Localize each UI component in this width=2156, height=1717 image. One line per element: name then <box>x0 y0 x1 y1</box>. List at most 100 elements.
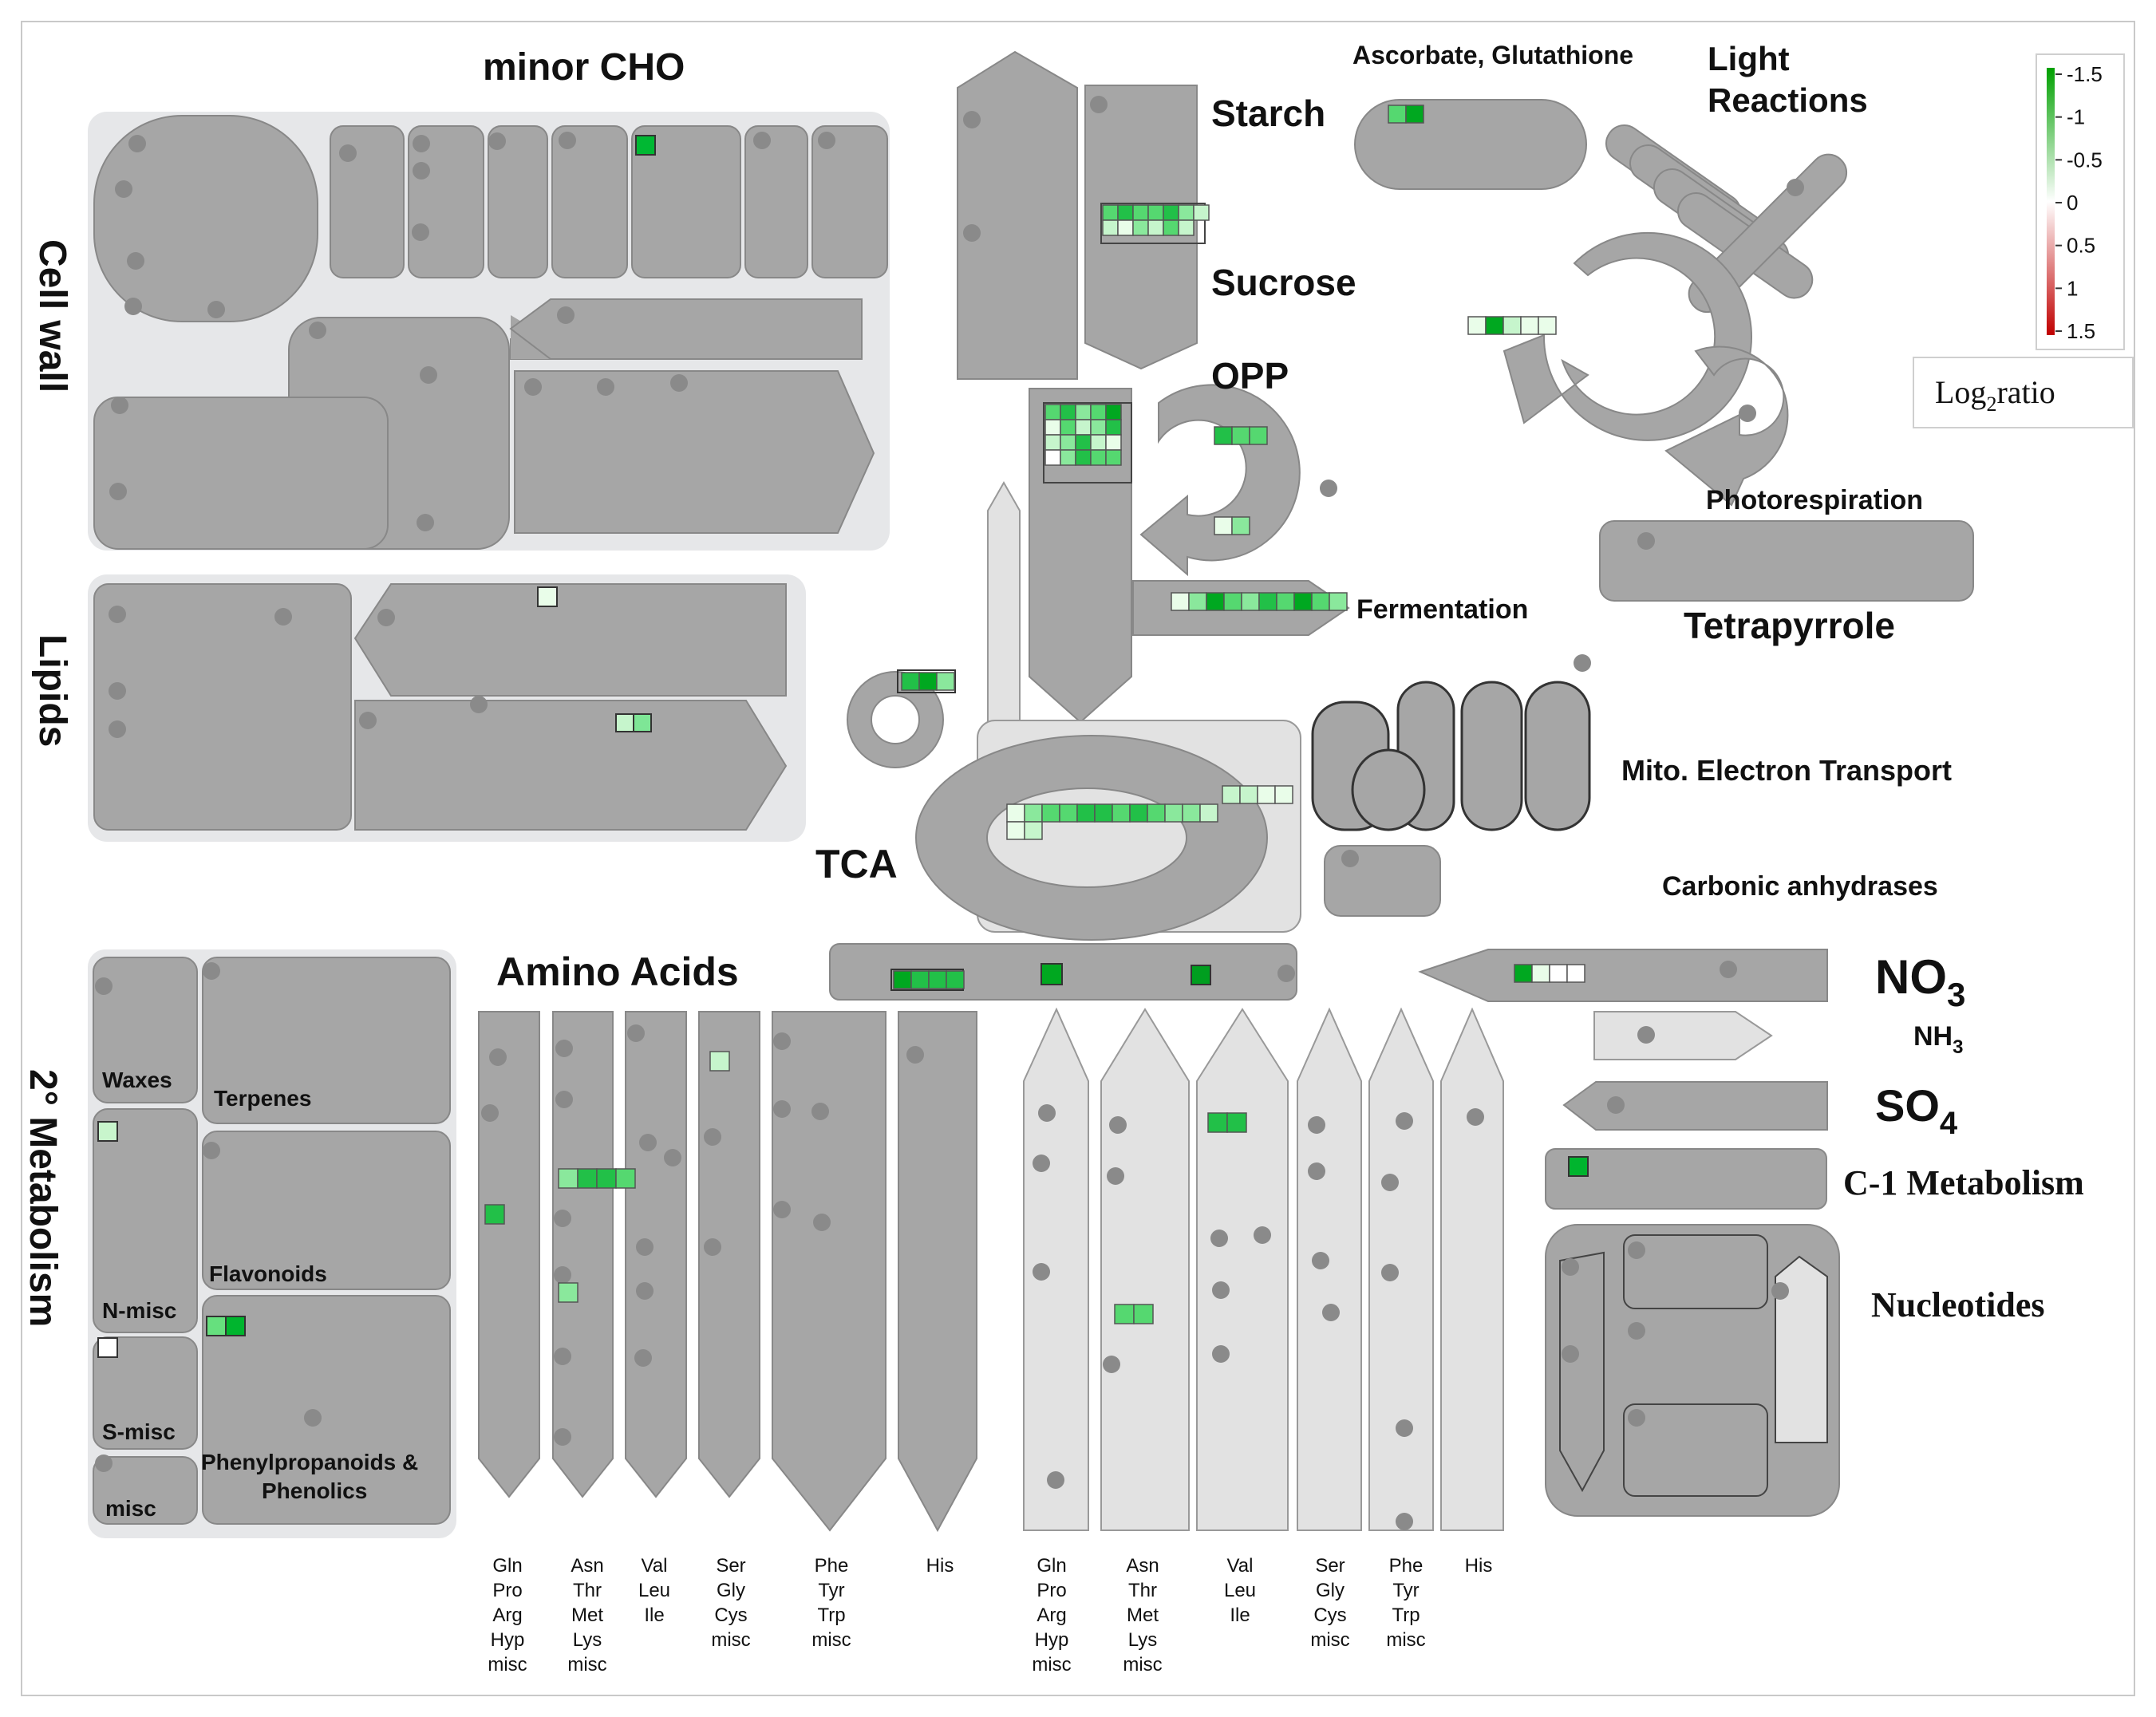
label-tca: TCA <box>815 842 898 886</box>
label-so4: SO4 <box>1875 1080 1958 1141</box>
mito-electron-transport <box>1311 654 1591 917</box>
label-flavonoids: Flavonoids <box>209 1261 327 1286</box>
heatmap-cell <box>1060 419 1076 436</box>
heatmap-cell <box>1075 449 1092 466</box>
heatmap-cell <box>1024 821 1043 840</box>
amino-acid-label: Hyp <box>1035 1629 1069 1651</box>
lipids-panel <box>88 574 806 842</box>
heatmap-cell <box>1075 434 1092 451</box>
label-cell-wall: Cell wall <box>31 239 73 393</box>
amino-acid-label: Tyr <box>818 1580 844 1601</box>
heatmap-cell <box>1132 204 1149 221</box>
heatmap-cell <box>484 1204 505 1225</box>
amino-acid-label: Gln <box>492 1555 522 1577</box>
heatmap-cell <box>1132 219 1149 236</box>
label-mito: Mito. Electron Transport <box>1621 754 1952 787</box>
label-tetrapyrrole: Tetrapyrrole <box>1684 605 1895 646</box>
heatmap-cell <box>1102 204 1119 221</box>
heatmap-cell <box>1502 316 1522 335</box>
labels: minor CHO Cell wall Lipids 2° Metabolism… <box>22 40 2084 1521</box>
label-nucleotides: Nucleotides <box>1871 1285 2045 1324</box>
heatmap-cell <box>1147 219 1164 236</box>
heatmap-cell <box>893 970 912 989</box>
heatmap-cell <box>615 1168 636 1189</box>
heatmap-cell <box>1044 434 1061 451</box>
heatmap-cell <box>1059 803 1078 823</box>
label-phenolics: Phenolics <box>262 1478 367 1503</box>
heatmap-cell <box>1117 204 1134 221</box>
heatmap-cell <box>1090 419 1107 436</box>
amino-acid-label: Thr <box>573 1580 602 1601</box>
amino-acid-label: Trp <box>817 1605 845 1626</box>
heatmap-cell <box>1060 404 1076 420</box>
heatmap-cell <box>1214 426 1233 445</box>
label-fermentation: Fermentation <box>1356 594 1528 625</box>
label-nh3: NH3 <box>1913 1021 1963 1058</box>
amino-acid-label: Ile <box>1230 1605 1250 1626</box>
amino-acid-label: Asn <box>571 1555 603 1577</box>
amino-acid-label: Tyr <box>1392 1580 1419 1601</box>
heatmap-cell <box>1538 316 1557 335</box>
heatmap-cell <box>1231 426 1250 445</box>
heatmap-cell <box>1060 434 1076 451</box>
legend: -1.5-1-0.500.511.5 Log2ratio <box>1913 53 2134 428</box>
amino-acid-label: Met <box>1127 1605 1159 1626</box>
heatmap-cell <box>1090 434 1107 451</box>
figure-frame <box>21 21 2135 1696</box>
heatmap-cell <box>1044 419 1061 436</box>
heatmap-cell <box>1388 105 1407 124</box>
heatmap-cell <box>558 1282 578 1303</box>
legend-title: Log2ratio <box>1935 374 2055 416</box>
amino-acid-label: misc <box>1123 1654 1162 1676</box>
heatmap-cell <box>1182 803 1201 823</box>
heatmap-cell <box>1566 964 1585 983</box>
heatmap-cell <box>1178 204 1194 221</box>
amino-acids-group <box>478 943 1504 1533</box>
amino-acid-label: misc <box>567 1654 606 1676</box>
heatmap-cell <box>1105 419 1122 436</box>
heatmap-cell <box>1164 803 1183 823</box>
amino-acid-label: misc <box>711 1629 750 1651</box>
amino-acid-label: Val <box>1227 1555 1254 1577</box>
amino-acid-label: misc <box>1386 1629 1425 1651</box>
heatmap-cell <box>1178 219 1194 236</box>
heatmap-cell <box>1163 204 1179 221</box>
heatmap-cell <box>1171 592 1190 611</box>
amino-acid-label: Asn <box>1126 1555 1159 1577</box>
amino-acid-label: Leu <box>1224 1580 1256 1601</box>
heatmap-cell <box>1163 219 1179 236</box>
heatmap-cell <box>1129 803 1148 823</box>
heatmap-cell <box>1311 592 1330 611</box>
amino-acid-label: His <box>926 1555 954 1577</box>
heatmap-cell <box>1531 964 1550 983</box>
heatmap-cell <box>1485 316 1504 335</box>
amino-acid-label: Phe <box>1389 1555 1424 1577</box>
heatmap-cell <box>936 672 955 691</box>
heatmap-cell <box>1514 964 1533 983</box>
heatmap-cell <box>1114 1304 1135 1324</box>
heatmap-cell <box>1147 204 1164 221</box>
legend-tick-label: 0.5 <box>2067 234 2095 258</box>
heatmap-cell <box>1207 1112 1228 1133</box>
heatmap-cell <box>1006 803 1025 823</box>
heatmap-cell <box>1274 785 1293 804</box>
amino-acid-label: misc <box>1310 1629 1349 1651</box>
amino-acid-label: Trp <box>1392 1605 1420 1626</box>
label-opp: OPP <box>1211 355 1289 397</box>
glycolysis-opp-group <box>987 384 1350 724</box>
legend-tick-label: -1.5 <box>2067 62 2103 86</box>
label-carbonic: Carbonic anhydrases <box>1662 871 1938 902</box>
amino-acid-label: Leu <box>638 1580 670 1601</box>
label-secondary-metabolism: 2° Metabolism <box>22 1069 64 1327</box>
heatmap-cell <box>1223 592 1242 611</box>
heatmap-cell <box>1076 803 1096 823</box>
label-starch: Starch <box>1211 93 1325 134</box>
heatmap-cells <box>484 105 1585 1324</box>
amino-acid-label: Ser <box>716 1555 745 1577</box>
label-no3: NO3 <box>1875 950 1965 1013</box>
label-misc: misc <box>105 1496 156 1521</box>
heatmap-cell <box>1041 803 1060 823</box>
light-reactions-group <box>1354 99 1974 602</box>
nitrogen-sulfur-group <box>1418 949 1840 1517</box>
